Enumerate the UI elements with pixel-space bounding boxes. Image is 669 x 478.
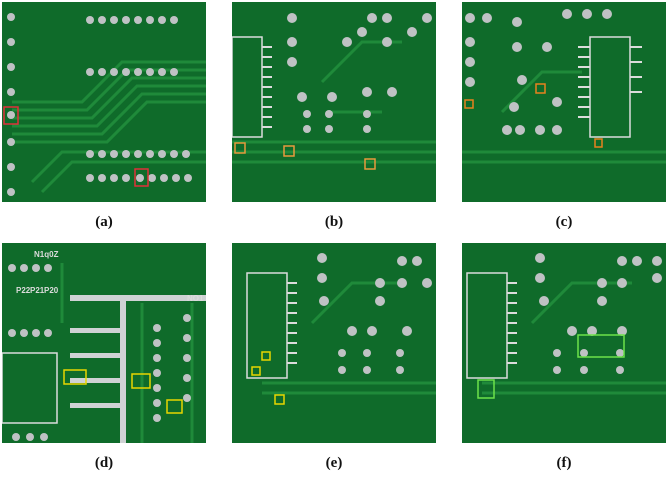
silkscreen-label: NO1 (187, 294, 204, 303)
pcb-image-d: N1q0Z P22 P21 P20 NO1 (2, 243, 206, 443)
silkscreen-label: P20 (44, 286, 59, 295)
panel-label: (c) (555, 214, 573, 230)
panel-a: (a) (2, 2, 206, 230)
pcb-image-a (2, 2, 206, 202)
panel-label: (f) (556, 455, 572, 471)
panel-f: (f) (462, 243, 666, 471)
silkscreen-label: P22 (16, 286, 31, 295)
panel-label: (b) (324, 214, 344, 230)
panel-e: (e) (232, 243, 436, 471)
panel-c: (c) (462, 2, 666, 230)
pcb-image-c (462, 2, 666, 202)
panel-label: (a) (95, 214, 113, 230)
silkscreen-label: N1q0Z (34, 250, 59, 259)
panel-label: (d) (94, 455, 114, 471)
pcb-image-f (462, 243, 666, 443)
pcb-image-b (232, 2, 436, 202)
panel-b: (b) (232, 2, 436, 230)
silkscreen-label: P21 (30, 286, 45, 295)
panel-label: (e) (325, 455, 343, 471)
pcb-image-e (232, 243, 436, 443)
panel-d: N1q0Z P22 P21 P20 NO1 (d) (2, 243, 206, 471)
